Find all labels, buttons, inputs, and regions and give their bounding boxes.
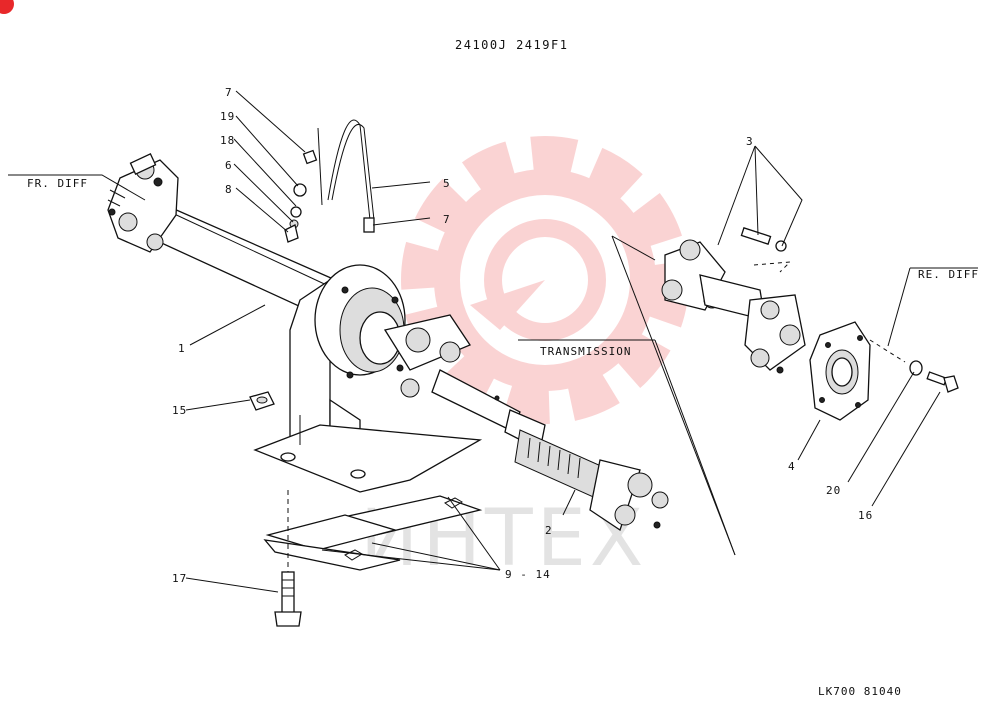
leader-lines [8, 90, 978, 593]
label-part-18: 18 [220, 134, 235, 147]
footer-code: LK700 81040 [818, 685, 902, 698]
label-part-16: 16 [858, 509, 873, 522]
label-part-4: 4 [788, 460, 796, 473]
label-part-6: 6 [225, 159, 233, 172]
corner-badge-icon [0, 0, 14, 14]
label-part-9-14: 9 - 14 [505, 568, 551, 581]
grease-hose-assembly [284, 119, 375, 243]
watermark-gear-logo [401, 136, 689, 424]
bolt-part-17 [274, 490, 302, 627]
label-part-7b: 7 [443, 213, 451, 226]
label-part-20: 20 [826, 484, 841, 497]
label-part-17: 17 [172, 572, 187, 585]
rear-propeller-shaft [383, 314, 669, 532]
label-part-5: 5 [443, 177, 451, 190]
label-part-1: 1 [178, 342, 186, 355]
label-part-3: 3 [746, 135, 754, 148]
label-re-diff: RE. DIFF [918, 268, 979, 281]
front-propeller-shaft [107, 153, 341, 319]
diagram-title: 24100J 2419F1 [455, 38, 568, 52]
companion-flange [809, 321, 871, 421]
label-part-15: 15 [172, 404, 187, 417]
label-part-2: 2 [545, 524, 553, 537]
callout-labels: FR. DIFF 1 2 3 4 5 6 7 7 8 9 - 14 15 16 … [27, 86, 979, 585]
bolt-part-16 [926, 371, 959, 393]
label-part-8: 8 [225, 183, 233, 196]
nut-part-15 [249, 391, 275, 411]
rear-universal-joint [661, 227, 806, 374]
washer-part-20 [909, 360, 923, 376]
label-fr-diff: FR. DIFF [27, 177, 88, 190]
center-bearing-support [253, 264, 483, 493]
label-part-19: 19 [220, 110, 235, 123]
label-part-7a: 7 [225, 86, 233, 99]
label-transmission: TRANSMISSION [540, 345, 631, 358]
